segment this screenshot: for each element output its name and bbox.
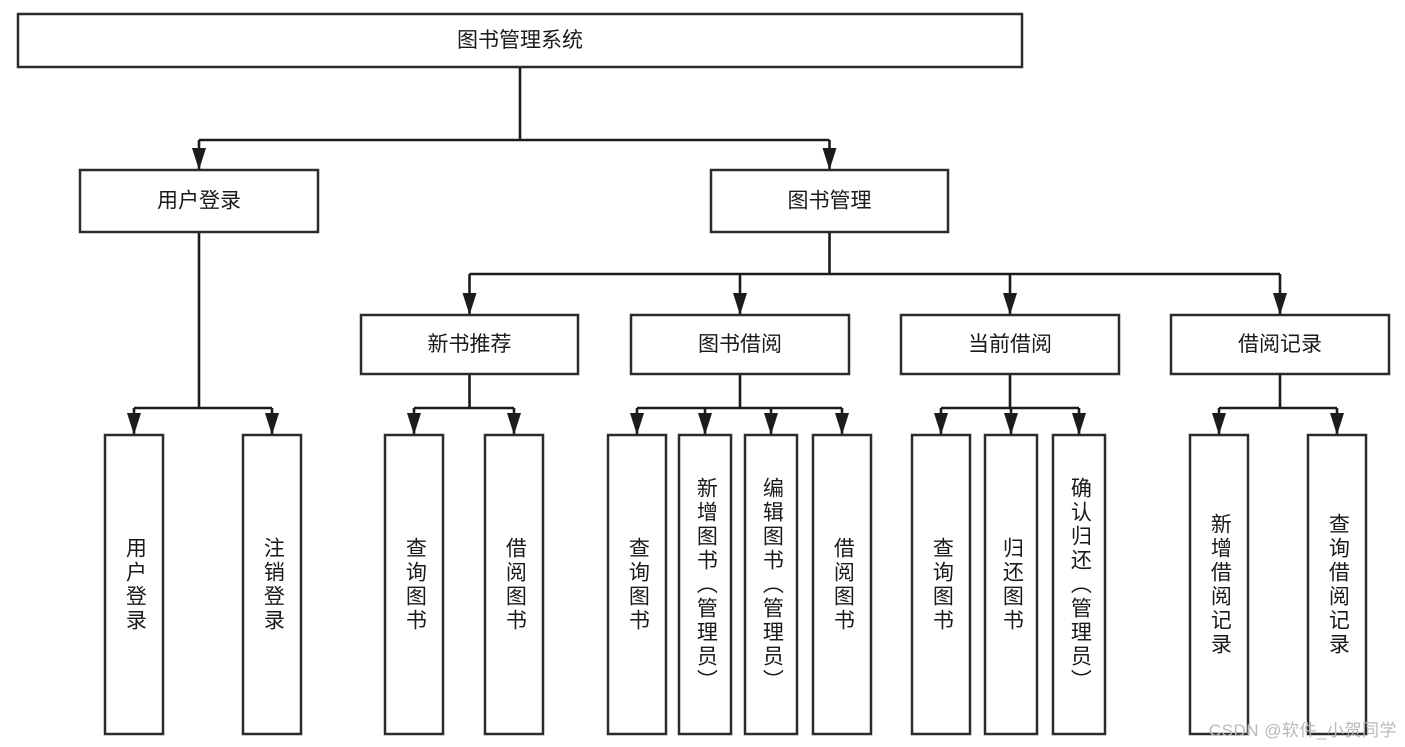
connector-arrowhead	[1212, 413, 1226, 435]
connector-arrowhead	[630, 413, 644, 435]
node-box-leaf-0[interactable]	[103, 433, 165, 736]
node-box-level2-0[interactable]	[78, 168, 320, 234]
node-box-leaf-6[interactable]	[743, 433, 799, 736]
connector-arrowhead	[127, 413, 141, 435]
node-label-root: 图书管理系统	[457, 29, 583, 52]
node-box-leaf-5[interactable]	[677, 433, 733, 736]
connector-arrowhead	[407, 413, 421, 435]
connector-arrowhead	[1330, 413, 1344, 435]
node-box-leaf-2[interactable]	[383, 433, 445, 736]
connector-arrowhead	[1004, 413, 1018, 435]
connector-arrowhead	[265, 413, 279, 435]
node-box-root[interactable]	[16, 12, 1024, 69]
connector-arrowhead	[934, 413, 948, 435]
node-label-level2-0: 用户登录	[157, 190, 241, 213]
node-box-level3-0[interactable]	[359, 313, 580, 376]
node-box-leaf-9[interactable]	[983, 433, 1039, 736]
node-box-level2-1[interactable]	[709, 168, 950, 234]
node-label-level3-0: 新书推荐	[428, 333, 512, 356]
node-box-leaf-4[interactable]	[606, 433, 668, 736]
node-label-level3-2: 当前借阅	[968, 333, 1052, 356]
node-box-leaf-12[interactable]	[1306, 433, 1368, 736]
node-box-leaf-1[interactable]	[241, 433, 303, 736]
connector-arrowhead	[764, 413, 778, 435]
node-box-leaf-3[interactable]	[483, 433, 545, 736]
node-label-level2-1: 图书管理	[788, 190, 872, 213]
node-label-level3-3: 借阅记录	[1238, 333, 1322, 356]
node-box-leaf-7[interactable]	[811, 433, 873, 736]
node-box-level3-3[interactable]	[1169, 313, 1391, 376]
connector-arrowhead	[1003, 293, 1017, 315]
connector-arrowhead	[1273, 293, 1287, 315]
connectors-layer	[127, 67, 1344, 435]
boxes-layer	[16, 12, 1391, 736]
connector-arrowhead	[835, 413, 849, 435]
node-box-leaf-11[interactable]	[1188, 433, 1250, 736]
connector-arrowhead	[733, 293, 747, 315]
node-box-leaf-10[interactable]	[1051, 433, 1107, 736]
node-box-level3-2[interactable]	[899, 313, 1121, 376]
connector-arrowhead	[698, 413, 712, 435]
node-box-leaf-8[interactable]	[910, 433, 972, 736]
node-label-level3-1: 图书借阅	[698, 333, 782, 356]
node-box-level3-1[interactable]	[629, 313, 851, 376]
connector-arrowhead	[192, 148, 206, 170]
connector-arrowhead	[822, 148, 837, 170]
connector-arrowhead	[1072, 413, 1086, 435]
connector-arrowhead	[507, 413, 521, 435]
connector-arrowhead	[462, 293, 477, 315]
